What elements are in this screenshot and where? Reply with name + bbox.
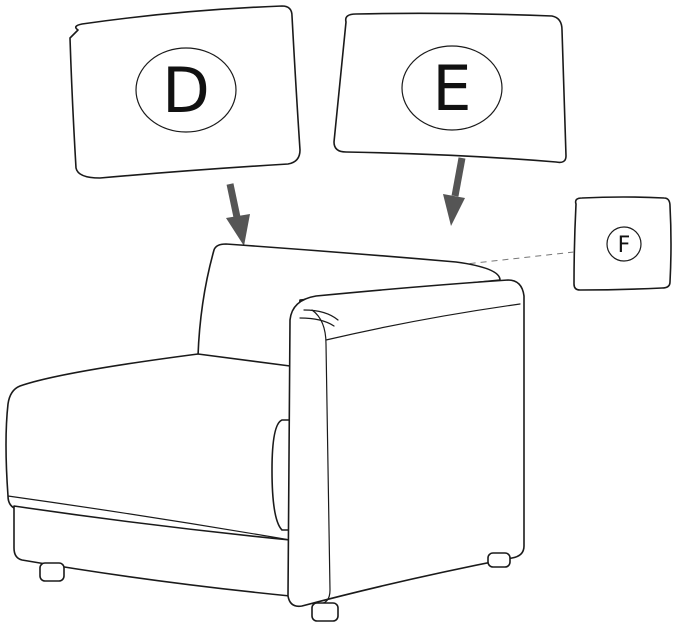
sofa-foot-front: [311, 602, 339, 622]
sofa-base: [13, 505, 291, 597]
cushion-e-label: E: [432, 52, 471, 125]
arrow-d: [226, 183, 250, 246]
cushion-e: E: [333, 12, 567, 164]
cushion-d-label: D: [162, 54, 210, 127]
cushion-d: D: [69, 5, 301, 179]
sofa-armrest: [287, 279, 525, 608]
sofa-module: [5, 243, 525, 622]
sofa-foot-left: [39, 562, 65, 582]
sofa-back: [197, 243, 501, 371]
arrow-e: [443, 157, 466, 226]
sofa-foot-right: [487, 552, 511, 568]
cushion-f-label: F: [618, 233, 631, 258]
cushion-f: F: [573, 196, 672, 291]
